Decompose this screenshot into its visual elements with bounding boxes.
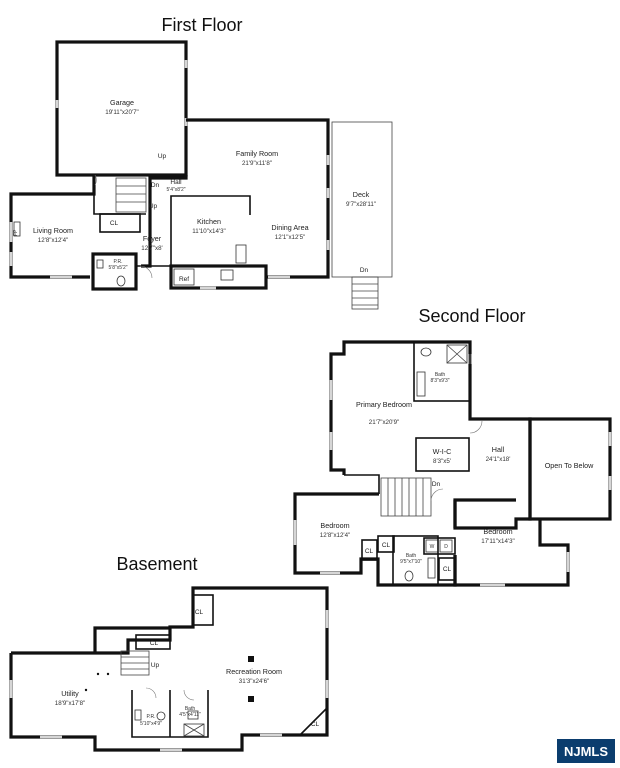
closet-label-3: CL — [443, 566, 452, 573]
family-outline — [186, 118, 330, 279]
closet-label-1: CL — [365, 548, 374, 555]
garage-outline — [55, 40, 188, 177]
foyer-dim: 12'7"x8' — [141, 245, 162, 252]
open-to-below-label: Open To Below — [545, 461, 594, 470]
dining-dim: 12'1"x12'5" — [275, 234, 306, 241]
dryer-label: D — [444, 544, 448, 550]
dn-label-1: Dn — [151, 182, 160, 189]
stairs-second — [380, 477, 432, 517]
bath-top-name: Bath — [435, 372, 446, 378]
closet-label-first: CL — [110, 220, 119, 227]
deck-stairs — [351, 276, 379, 310]
basement-title: Basement — [116, 554, 197, 574]
deck-name: Deck — [353, 190, 370, 199]
closet-first — [99, 213, 141, 233]
deck-dim: 9'7"x28'11" — [346, 201, 376, 208]
hall-name: Hall — [170, 179, 182, 186]
deck-outline — [331, 121, 393, 278]
dn-label-second: Dn — [432, 481, 441, 488]
garage-name: Garage — [110, 98, 134, 107]
living-dim: 12'8"x12'4" — [38, 237, 69, 244]
hall-dim: 5'4"x8'2" — [166, 187, 185, 193]
stairs-first — [115, 177, 147, 213]
utility-name: Utility — [61, 689, 79, 698]
basement-closet-2: CL — [150, 640, 159, 647]
wic-name: W-I-C — [433, 447, 452, 456]
bath-mid-outline — [392, 535, 439, 586]
bedroom-right-name: Bedroom — [483, 527, 512, 536]
basement-floor: Basement Utility 18' — [9, 554, 329, 752]
rec-room-dim: 31'3"x24'6" — [239, 678, 270, 685]
powder-dim: 5'8"x5'2" — [108, 265, 127, 271]
bath-top-outline — [413, 341, 471, 402]
up-label-2: Up — [149, 203, 158, 210]
basement-up-label: Up — [151, 662, 160, 669]
open-to-below-outline — [528, 417, 612, 521]
first-floor-title: First Floor — [162, 15, 243, 35]
fridge — [173, 268, 195, 286]
second-floor: Second Floor — [293, 306, 612, 587]
basement-bath-dim: 4'5"x4'11" — [179, 712, 201, 718]
powder-name: P.R. — [113, 259, 122, 265]
up-label-1: Up — [158, 153, 167, 160]
basement-bath-name: Bath — [185, 706, 196, 712]
primary-name: Primary Bedroom — [356, 400, 412, 409]
deck-dn-label: Dn — [360, 267, 369, 274]
closet-label-2: CL — [382, 542, 391, 549]
bath-mid-name: Bath — [406, 553, 417, 559]
wic-outline — [415, 437, 470, 472]
family-dim: 21'9"x11'8" — [242, 160, 272, 167]
living-name: Living Room — [33, 226, 73, 235]
hall-second-name: Hall — [492, 445, 505, 454]
kitchen-name: Kitchen — [197, 217, 221, 226]
dining-name: Dining Area — [271, 223, 308, 232]
kitchen-wall — [170, 195, 251, 266]
utility-dim: 18'9"x17'8" — [55, 700, 86, 707]
basement-outline — [9, 586, 329, 752]
bath-top-dim: 8'3"x9'3" — [430, 378, 449, 384]
basement-closet-1: CL — [195, 609, 204, 616]
powder-outline — [91, 252, 138, 291]
bedroom-right-dim: 17'11"x14'3" — [481, 538, 514, 545]
second-floor-title: Second Floor — [418, 306, 525, 326]
kitchen-dim: 11'10"x14'3" — [192, 228, 225, 235]
washer-label: W — [430, 544, 435, 550]
bath-mid-dim: 9'5"x7'10" — [400, 559, 422, 565]
living-outline — [9, 175, 96, 279]
hall-second-dim: 24'1"x18' — [486, 456, 511, 463]
kitchen-bump — [169, 264, 268, 290]
bedroom-left-name: Bedroom — [320, 521, 349, 530]
basement-closet-3: CL — [311, 721, 320, 728]
logo-text: NJMLS — [563, 743, 609, 759]
basement-pr-dim: 5'10"x4'9" — [140, 721, 162, 727]
fireplace-label: FP — [13, 229, 19, 236]
ref-label: Ref — [179, 276, 189, 283]
foyer-name: Foyer — [143, 234, 162, 243]
first-floor: First Floor — [9, 15, 393, 310]
bedroom-left-dim: 12'8"x12'4" — [320, 532, 351, 539]
wic-dim: 8'3"x5' — [433, 458, 451, 465]
basement-pr-name: P.R. — [146, 714, 155, 720]
njmls-logo: NJMLS — [557, 739, 615, 763]
rec-room-name: Recreation Room — [226, 667, 282, 676]
primary-dim: 21'7"x20'9" — [369, 419, 400, 426]
fireplace — [13, 221, 21, 237]
family-name: Family Room — [236, 149, 278, 158]
garage-dim: 19'11"x20'7" — [105, 109, 138, 116]
